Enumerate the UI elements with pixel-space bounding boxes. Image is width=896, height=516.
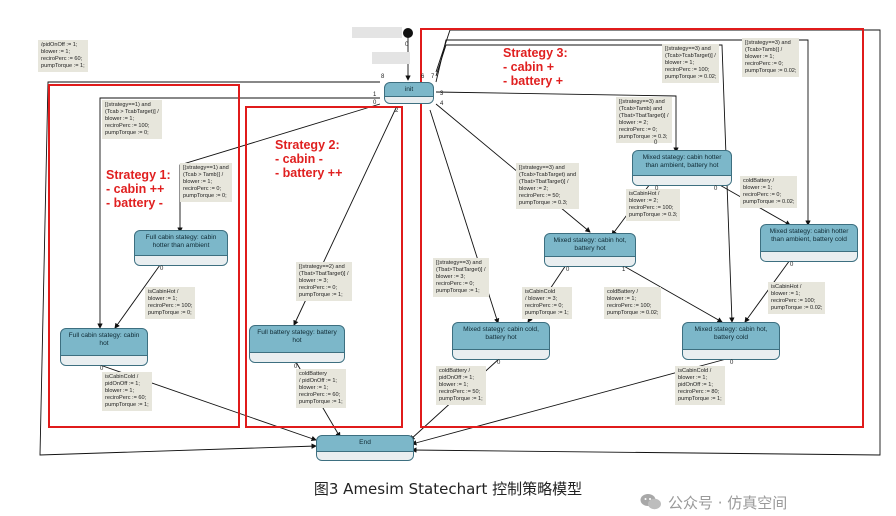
state-full-battery-hot[interactable]: Full battery stategy: battery hot (249, 325, 345, 363)
state-end-label: End (359, 439, 371, 446)
port-label: 0 (790, 262, 794, 268)
state-mixed-cabin-cold-battery-hot[interactable]: Mixed stategy: cabin cold, battery hot (452, 322, 550, 360)
state-mixed-cabin-hot-battery-cold[interactable]: Mixed stategy: cabin hot, battery cold (682, 322, 780, 360)
note-s3-cabinhot-right: isCabinHot / blower := 1; reciroPerc := … (768, 282, 826, 314)
state-body (250, 352, 344, 362)
port-label: 1 (622, 267, 626, 273)
edge-mixed-hot-hot-to-hot-cold (621, 264, 723, 323)
state-mixed-cabin-hotter-battery-hot[interactable]: Mixed stategy: cabin hotter than ambient… (632, 150, 732, 186)
note-s3-cabinhot-mid: isCabinHot / blower := 2; reciroPerc := … (626, 189, 681, 221)
state-body (61, 355, 147, 365)
state-mixed-cabin-hot-battery-hot[interactable]: Mixed stategy: cabin hot, battery hot (544, 233, 636, 267)
note-s3-mid1: [(strategy==3) and (Tcab>Tamb) and (Tbat… (616, 97, 672, 143)
note-s3-mid2: [(strategy==3) and (Tcab>TcabTarget) and… (516, 163, 580, 209)
note-s1-cabinhot: isCabinHot / blower := 1; reciroPerc := … (145, 287, 196, 319)
wechat-icon (640, 494, 661, 510)
note-s2-coldbattery: coldBattery / pidOnOff := 1; blower := 1… (296, 369, 346, 408)
port-label: 6 (421, 74, 425, 80)
note-s1-tamb: [(strategy==1) and (Tcab > Tamb)] / blow… (180, 163, 232, 202)
port-label: 7 (431, 74, 435, 80)
state-body (453, 349, 549, 359)
state-mixed-cabin-hot-battery-hot-label: Mixed stategy: cabin hot, battery hot (553, 237, 627, 252)
state-mixed-cabin-hotter-battery-hot-label: Mixed stategy: cabin hotter than ambient… (642, 154, 722, 169)
port-label: 4 (440, 101, 444, 107)
state-full-cabin-hot[interactable]: Full cabin stategy: cabin hot (60, 328, 148, 366)
edge-init-full-cabin-hot (97, 97, 380, 329)
note-s3-battery: [(strategy==3) and (Tbat>TbatTarget)] / … (433, 258, 489, 297)
state-full-cabin-hotter-label: Full cabin stategy: cabin hotter than am… (145, 234, 217, 249)
port-label: 0 (100, 366, 104, 372)
top-gray-bar (352, 27, 402, 38)
initial-pseudostate (403, 28, 413, 38)
state-init-body (385, 96, 433, 103)
state-mixed-cabin-cold-battery-hot-label: Mixed stategy: cabin cold, battery hot (463, 326, 539, 341)
state-body (683, 349, 779, 359)
edge-cabin-hotter-to-hot (114, 264, 161, 329)
note-s3-cabincold-bottom: isCabinCold / blower := 1; pidOnOff := 1… (675, 366, 725, 405)
note-s3-cabincold: isCabinCold / blower := 3; reciroPerc :=… (522, 287, 572, 319)
strategy-1-label: Strategy 1: - cabin ++ - battery - (106, 168, 171, 210)
state-mixed-cabin-hot-battery-cold-label: Mixed stategy: cabin hot, battery cold (694, 326, 768, 341)
state-body (135, 255, 227, 265)
state-mixed-cabin-hotter-battery-cold-label: Mixed stategy: cabin hotter than ambient… (769, 228, 849, 243)
note-top-left: /pidOnOff := 1; blower := 1; reciroPerc … (38, 40, 88, 72)
strategy-1-box (48, 84, 240, 428)
port-label: 0 (497, 360, 501, 366)
port-label: 3 (440, 91, 444, 97)
note-s1-guard: [(strategy==1) and (Tcab > TcabTarget)] … (102, 100, 162, 139)
port-label: 1 (373, 92, 377, 98)
watermark: 公众号 · 仿真空间 (640, 490, 787, 514)
note-s3-coldbattery-right: coldBattery / blower := 1; reciroPerc :=… (740, 176, 798, 208)
edge-init-s3-mid2 (435, 103, 591, 233)
init-label-bar (372, 52, 410, 64)
strategy-2-box (245, 106, 403, 428)
port-label: 0 (654, 140, 658, 146)
edge-init-s3-top2 (435, 39, 811, 226)
port-label: 0 (714, 186, 718, 192)
strategy-2-label: Strategy 2: - cabin - - battery ++ (275, 138, 343, 180)
strategy-3-box (420, 28, 864, 428)
state-mixed-cabin-hotter-battery-cold[interactable]: Mixed stategy: cabin hotter than ambient… (760, 224, 858, 262)
note-s3-top1: [(strategy==3) and (Tcab>TcabTarget)] / … (662, 44, 720, 83)
note-s3-top2: [(strategy==3) and (Tcab>Tamb)] / blower… (742, 38, 800, 77)
state-body (317, 451, 413, 460)
note-s3-coldbattery-mid: coldBattery / blower := 1; reciroPerc :=… (604, 287, 662, 319)
state-full-cabin-hot-label: Full cabin stategy: cabin hot (68, 332, 140, 347)
port-label: 0 (294, 364, 298, 370)
port-label: 0 (566, 267, 570, 273)
state-full-cabin-hotter[interactable]: Full cabin stategy: cabin hotter than am… (134, 230, 228, 266)
port-label: 0 (655, 186, 659, 192)
state-end[interactable]: End (316, 435, 414, 461)
edge-init-s3-mid1 (435, 91, 679, 153)
state-full-battery-hot-label: Full battery stategy: battery hot (257, 329, 337, 344)
port-label: 0 (160, 266, 164, 272)
note-s2-guard: [(strategy==2) and (Tbat>TbatTarget)] / … (296, 262, 352, 301)
port-label: 0 (730, 360, 734, 366)
edge-mixed-hotter-cold-to-hot-cold (744, 259, 791, 323)
port-label: 0 (405, 42, 409, 48)
edge-init-end-right (411, 29, 881, 456)
port-label: 2 (395, 108, 399, 114)
state-init-label: init (404, 86, 414, 93)
state-body (761, 251, 857, 261)
note-s3-coldbattery-bottom: coldBattery / pidOnOff := 1; blower := 1… (436, 366, 486, 405)
state-body (633, 175, 731, 185)
strategy-3-label: Strategy 3: - cabin + - battery + (503, 46, 568, 88)
figure-caption: 图3 Amesim Statechart 控制策略模型 (313, 480, 583, 498)
state-body (545, 256, 635, 266)
port-label: 8 (381, 74, 385, 80)
edge-init-end-left (39, 81, 380, 456)
port-label: 0 (373, 100, 377, 106)
state-init[interactable]: init (384, 82, 434, 104)
watermark-text: 公众号 · 仿真空间 (668, 493, 788, 512)
note-s1-cabincold: isCabinCold / pidOnOff := 1; blower := 1… (102, 372, 152, 411)
